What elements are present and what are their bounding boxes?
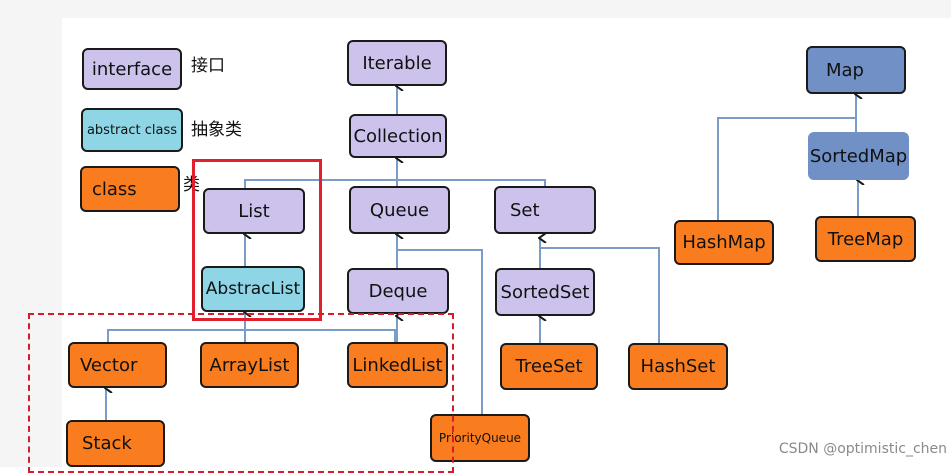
- legend-abstract-box: abstract class: [81, 108, 183, 152]
- watermark-text: CSDN @optimistic_chen: [778, 441, 947, 457]
- edge-priorityqueue-queue: [397, 249, 483, 416]
- edge-linkedlist-abstraclist: [245, 329, 396, 342]
- node-stack: Stack: [66, 420, 165, 467]
- node-iterable: Iterable: [347, 40, 447, 86]
- node-arraylist: ArrayList: [200, 342, 299, 388]
- node-map: Map: [806, 46, 906, 94]
- node-sortedmap: SortedMap: [808, 132, 909, 180]
- edge-vector-abstraclist: [107, 329, 245, 342]
- highlight-list-box: [192, 159, 322, 321]
- node-abstraclist: AbstracList: [201, 266, 305, 312]
- background-strip-top: [0, 0, 951, 18]
- node-hashset: HashSet: [628, 343, 728, 390]
- edge-hashmap-map: [717, 117, 856, 222]
- node-priorityqueue: PriorityQueue: [430, 414, 530, 462]
- node-queue: Queue: [349, 186, 450, 234]
- node-collection: Collection: [349, 114, 447, 158]
- node-list: List: [203, 188, 305, 234]
- legend-class-box: class: [80, 166, 180, 212]
- node-hashmap: HashMap: [674, 220, 774, 265]
- node-treeset: TreeSet: [500, 343, 598, 390]
- edge-list-collection: [244, 179, 397, 190]
- edge-hashset-set: [540, 247, 660, 345]
- node-sortedset: SortedSet: [495, 268, 595, 316]
- node-deque: Deque: [347, 268, 449, 314]
- legend-interface-box: interface: [82, 48, 182, 90]
- highlight-implementations-box: [28, 313, 454, 473]
- node-vector: Vector: [68, 342, 167, 388]
- background-strip-left: [0, 0, 62, 467]
- node-treemap: TreeMap: [815, 216, 916, 262]
- node-linkedlist: LinkedList: [347, 342, 448, 388]
- legend-interface-label: 接口: [191, 56, 225, 76]
- node-set: Set: [494, 186, 596, 234]
- legend-abstract-label: 抽象类: [191, 120, 242, 140]
- edge-set-collection: [397, 179, 546, 188]
- legend-class-label: 类: [183, 175, 200, 195]
